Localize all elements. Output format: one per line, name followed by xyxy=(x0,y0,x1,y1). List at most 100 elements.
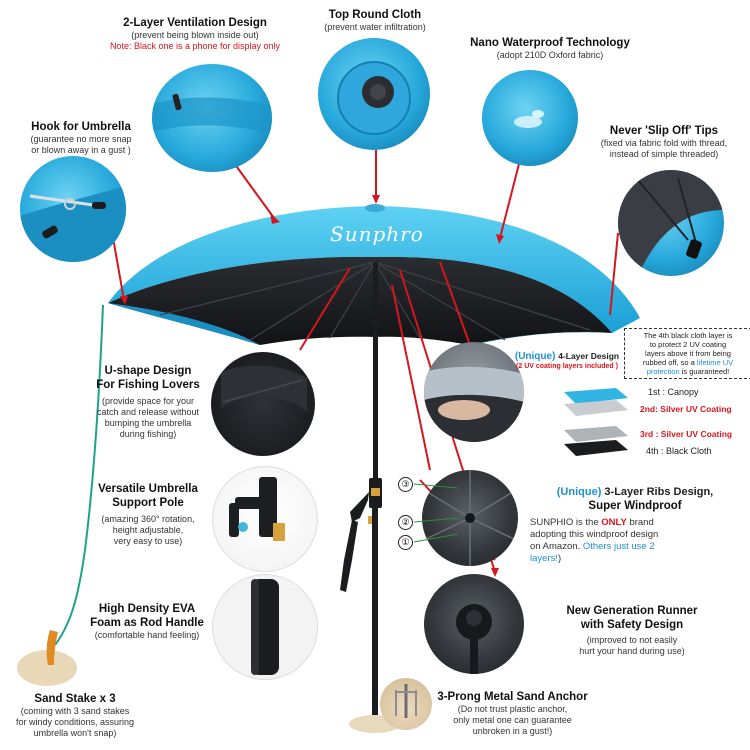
eva-title-1: High Density EVA xyxy=(98,603,196,615)
layers-box-highlight-2: protection xyxy=(646,367,680,376)
ushape-sub-1: (provide space for your xyxy=(101,396,195,406)
ushape-title-2: For Fishing Lovers xyxy=(96,379,200,391)
layers-info-box: The 4th black cloth layer is to protect … xyxy=(624,328,750,379)
layers-box-line-3: layers above it from being xyxy=(645,349,731,358)
nano-title: Nano Waterproof Technology xyxy=(470,37,630,49)
runner-title-1: New Generation Runner xyxy=(566,605,698,617)
pole-sub-1: (amazing 360° rotation, xyxy=(101,514,195,524)
layer-black xyxy=(564,440,628,456)
sand-mound xyxy=(17,650,77,686)
canopy-underside xyxy=(108,256,612,345)
layers-heading: (Unique) 4-Layer Design (2 UV coating la… xyxy=(508,350,626,370)
ventilation-text: 2-Layer Ventilation Design (prevent bein… xyxy=(80,16,310,52)
layer-label-4: 4th : Black Cloth xyxy=(646,446,712,456)
ribs-body-2: brand xyxy=(629,517,654,528)
layers-note: (2 UV coating layers included ) xyxy=(516,363,618,370)
ribs-body-1: SUNPHIO is the xyxy=(530,517,599,528)
top-cloth-title: Top Round Cloth xyxy=(328,9,422,21)
anchor-sub-3: unbroken in a gust!) xyxy=(472,726,553,736)
layers-box-line-5: is guaranteed! xyxy=(681,367,730,376)
canopy xyxy=(108,206,640,333)
pole-sub-2: height adjustable, xyxy=(112,525,184,535)
ribs-title-1: 3-Layer Ribs Design, xyxy=(604,486,714,498)
pole-sub-3: very easy to use) xyxy=(113,536,183,546)
anchor-text: 3-Prong Metal Sand Anchor (Do not trust … xyxy=(430,690,595,737)
hook-title: Hook for Umbrella xyxy=(31,121,131,133)
ventilation-detail-image xyxy=(152,64,272,172)
rib-marker-2: ② xyxy=(398,515,413,530)
rib-marker-lines xyxy=(413,483,459,543)
rib-marker-1: ① xyxy=(398,535,413,550)
nano-detail-image xyxy=(482,70,578,166)
ushape-title-1: U-shape Design xyxy=(104,365,192,377)
layer-canopy xyxy=(564,388,628,404)
ushape-text: U-shape Design For Fishing Lovers (provi… xyxy=(88,364,208,440)
layers-box-line-2: to protect 2 UV coating xyxy=(649,340,727,349)
layers-title: 4-Layer Design xyxy=(558,351,620,361)
stake-sub-2: for windy conditions, assuring xyxy=(15,717,135,727)
layer-label-1: 1st : Canopy xyxy=(648,387,699,397)
ribs-body-5: ) xyxy=(557,553,562,564)
ribs-body-4: on Amazon. xyxy=(530,541,581,552)
ushape-detail-image xyxy=(211,352,315,456)
pole-detail-image xyxy=(212,466,318,572)
stake-sub-1: (coming with 3 sand stakes xyxy=(20,706,130,716)
hook-sub-1: (guarantee no more snap xyxy=(30,134,132,144)
pole-text: Versatile Umbrella Support Pole (amazing… xyxy=(84,482,212,547)
ribs-only: ONLY xyxy=(601,517,627,528)
ribs-others-2: layers! xyxy=(530,553,558,564)
layers-unique: (Unique) xyxy=(514,351,556,362)
tips-sub-1: (fixed via fabric fold with thread, xyxy=(600,138,728,148)
tips-title: Never 'Slip Off' Tips xyxy=(609,125,719,137)
pole-upper xyxy=(373,262,378,492)
layer-label-2: 2nd: Silver UV Coating xyxy=(640,404,732,414)
stake-title: Sand Stake x 3 xyxy=(34,693,116,705)
ribs-unique: (Unique) xyxy=(556,486,602,498)
layers-box-line-4: rubbed off, so a xyxy=(642,358,695,367)
tips-sub-2: instead of simple threaded) xyxy=(609,149,719,159)
pole-lower xyxy=(372,505,378,715)
layers-box-highlight-1: lifetime UV xyxy=(696,358,734,367)
pole-title-1: Versatile Umbrella xyxy=(98,483,198,495)
hook-sub-2: or blown away in a gust ) xyxy=(31,145,131,155)
runner-detail-image xyxy=(424,574,524,674)
ribs-body-3: adopting this windproof design xyxy=(530,529,659,540)
tips-text: Never 'Slip Off' Tips (fixed via fabric … xyxy=(580,124,748,160)
top-cloth-sub: (prevent water infiltration) xyxy=(324,22,426,32)
eva-detail-image xyxy=(212,574,318,680)
anchor-sub-2: only metal one can guarantee xyxy=(453,715,572,725)
layer-uv-2 xyxy=(564,426,628,442)
ribs-title-2: Super Windproof xyxy=(588,500,682,512)
stake-sub-3: umbrella won't snap) xyxy=(33,728,117,738)
layer-label-3: 3rd : Silver UV Coating xyxy=(640,429,733,439)
pole-title-2: Support Pole xyxy=(112,497,184,509)
hook-text: Hook for Umbrella (guarantee no more sna… xyxy=(6,120,156,156)
ribs-text: (Unique) 3-Layer Ribs Design, Super Wind… xyxy=(530,486,740,565)
ventilation-note: Note: Black one is a phone for display o… xyxy=(109,41,281,51)
nano-text: Nano Waterproof Technology (adopt 210D O… xyxy=(455,36,645,61)
ventilation-sub: (prevent being blown inside out) xyxy=(131,30,259,40)
tips-detail-image xyxy=(618,170,724,276)
rib-marker-3: ③ xyxy=(398,477,413,492)
anchor-sub-1: (Do not trust plastic anchor, xyxy=(457,704,568,714)
ribs-others: Others just use 2 xyxy=(582,541,655,552)
stake-text: Sand Stake x 3 (coming with 3 sand stake… xyxy=(0,692,150,739)
layer-swatches xyxy=(564,388,628,456)
anchor-title: 3-Prong Metal Sand Anchor xyxy=(437,691,588,703)
runner-title-2: with Safety Design xyxy=(580,619,684,631)
eva-title-2: Foam as Rod Handle xyxy=(90,617,204,629)
top-cloth-detail-image xyxy=(318,38,430,150)
layers-detail-image xyxy=(424,342,524,442)
layers-box-line-1: The 4th black cloth layer is xyxy=(643,331,733,340)
hook-detail-image xyxy=(20,156,126,262)
nano-sub: (adopt 210D Oxford fabric) xyxy=(496,50,604,60)
top-cloth-text: Top Round Cloth (prevent water infiltrat… xyxy=(290,8,460,33)
runner-text: New Generation Runner with Safety Design… xyxy=(532,604,732,657)
ushape-sub-2: catch and release without xyxy=(96,407,200,417)
anchor-detail-image xyxy=(380,678,432,730)
eva-sub: (comfortable hand feeling) xyxy=(94,630,200,640)
layer-uv-1 xyxy=(564,400,628,416)
runner-sub-2: hurt your hand during use) xyxy=(579,646,685,656)
ushape-sub-3: bumping the umbrella xyxy=(104,418,192,428)
